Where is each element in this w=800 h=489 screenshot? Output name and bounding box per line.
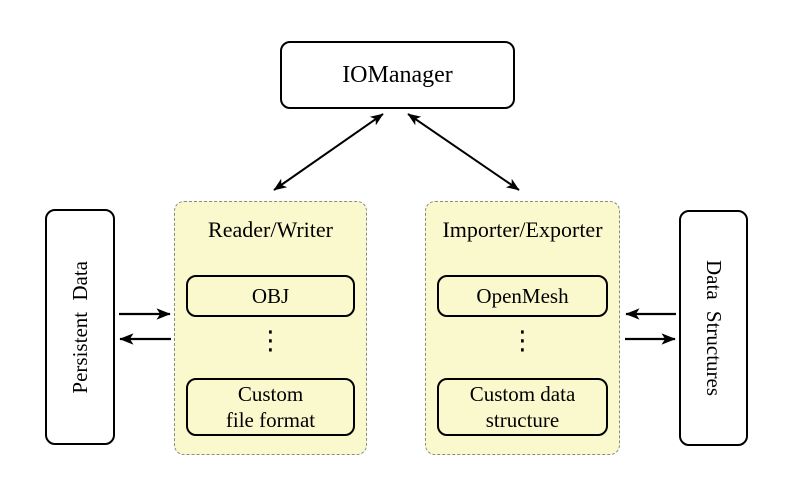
iomanager-node: IOManager: [280, 41, 515, 109]
custom-data-structure-line2: structure: [485, 408, 560, 432]
arrow-iomanager-readerwriter: [273, 113, 384, 191]
custom-file-format-item: Custom file format: [186, 378, 355, 436]
vertical-ellipsis-icon: ⋮: [509, 326, 536, 356]
custom-data-structure-item: Custom data structure: [437, 378, 608, 436]
persistent-data-node: Persistent Data: [45, 209, 115, 445]
iomanager-label: IOManager: [342, 61, 453, 88]
obj-item: OBJ: [186, 275, 355, 317]
custom-data-structure-line1: Custom data: [469, 381, 576, 406]
openmesh-item: OpenMesh: [437, 275, 608, 317]
data-structures-node: Data Structures: [679, 210, 748, 446]
persistent-data-label: Persistent Data: [67, 260, 92, 394]
importer-exporter-title: Importer/Exporter: [442, 217, 603, 242]
custom-file-format-line1: Custom: [237, 381, 304, 406]
obj-label: OBJ: [251, 283, 290, 308]
vertical-ellipsis-icon: ⋮: [257, 326, 284, 356]
openmesh-label: OpenMesh: [476, 283, 569, 308]
reader-writer-title: Reader/Writer: [208, 217, 333, 242]
custom-file-format-line2: file format: [225, 408, 316, 432]
arrow-iomanager-importerexporter: [407, 113, 520, 191]
importer-exporter-group: Importer/Exporter OpenMesh ⋮ Custom data…: [425, 201, 620, 455]
reader-writer-group: Reader/Writer OBJ ⋮ Custom file format: [174, 201, 367, 455]
data-structures-label: Data Structures: [702, 259, 726, 397]
